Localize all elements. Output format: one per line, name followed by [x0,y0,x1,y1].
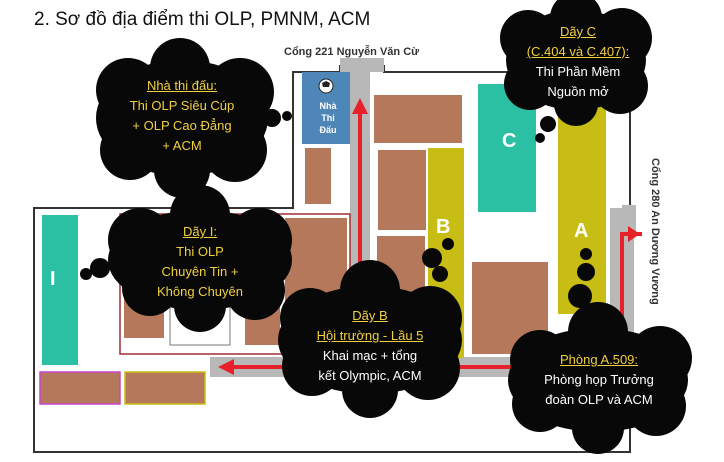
callout-building-c: Dãy C (C.404 và C.407): Thi Phần Mềm Ngu… [526,24,630,99]
callout-building-b: Dãy B Hội trường - Lầu 5 Khai mạc + tổng… [316,308,424,383]
callout-sports-hall: Nhà thi đấu: Thi OLP Siêu Cúp + OLP Cao … [129,78,235,153]
callout-building-i: Dãy I: Thi OLP Chuyên Tin + Không Chuyên [156,224,243,299]
building-c-letter: C [502,130,517,152]
building-i-letter: I [50,268,56,290]
callout-clouds [80,0,692,454]
building-b-letter: B [436,216,451,238]
building-small-1 [305,148,331,204]
building-b-top [374,95,462,143]
arrow-left [218,359,234,375]
building-i [42,215,78,365]
arrow-up [352,98,368,114]
building-bottom-left-1 [39,371,121,405]
building-b-wing [378,150,426,230]
gate-right-label: Cổng 280 An Dương Vương [649,158,661,305]
callout-room-a509: Phòng A.509: Phòng họp Trưởng đoàn OLP v… [544,352,654,407]
gate-top-label: Cổng 221 Nguyễn Văn Cừ [284,46,420,58]
page-title: 2. Sơ đồ địa điểm thi OLP, PMNM, ACM [34,9,371,30]
building-a-letter: A [574,220,589,242]
building-bottom-left-2 [124,371,206,405]
sports-hall-label: Nhà Thi Đấu [319,101,337,135]
road-right-gate [622,205,636,235]
arrow-right-in [628,226,640,242]
road-top-gate [340,58,384,72]
